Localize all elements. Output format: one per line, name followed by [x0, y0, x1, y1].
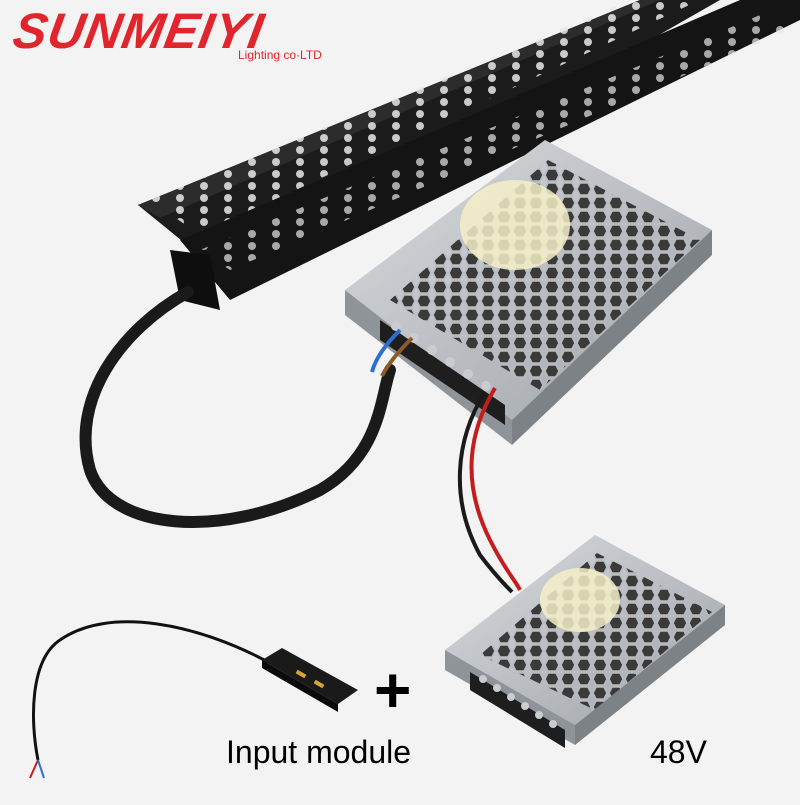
brand-tagline: Lighting co·LTD [238, 48, 322, 62]
plus-sign: + [374, 654, 412, 726]
input-module-label: Input module [226, 734, 412, 770]
track-cable [79, 286, 396, 528]
magnetic-track-profile [138, 0, 800, 310]
power-supply-large [345, 140, 712, 445]
power-supply-small [445, 535, 725, 748]
voltage-label: 48V [650, 734, 707, 770]
brand-logo: SUNMEIYI [9, 3, 269, 59]
input-module [29, 620, 358, 779]
